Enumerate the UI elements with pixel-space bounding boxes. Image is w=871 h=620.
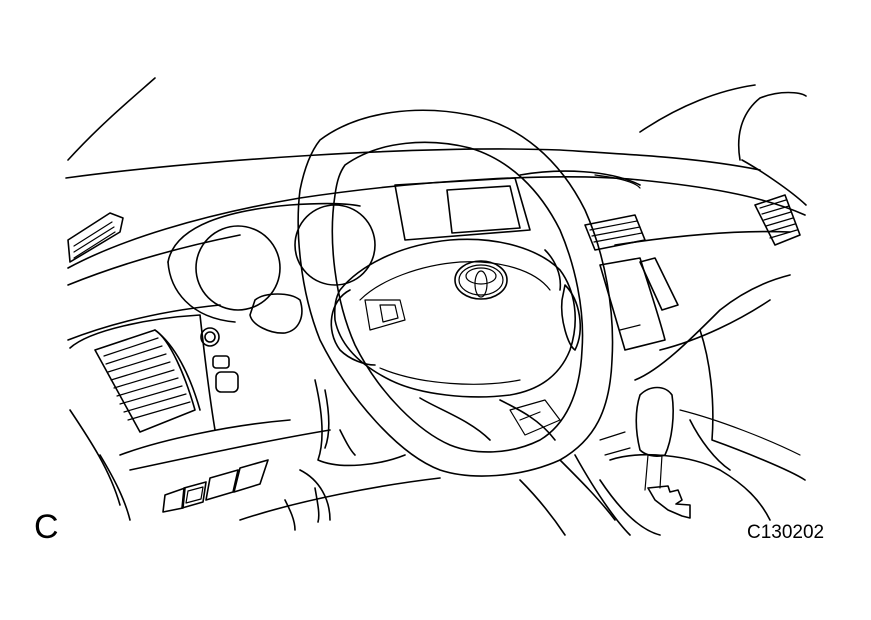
view-label: C — [34, 508, 59, 546]
airbag-hub — [330, 238, 581, 398]
center-console-top — [394, 177, 679, 351]
center-lower-console — [519, 431, 631, 536]
wheel-spokes — [419, 397, 561, 441]
shift-lever — [574, 386, 771, 536]
steering-wheel — [297, 109, 614, 477]
instrument-cluster — [167, 202, 376, 334]
windshield-lines — [65, 77, 807, 206]
lower-switch-bank — [129, 429, 331, 513]
right-dashboard — [614, 194, 806, 481]
left-lower-panel — [67, 304, 291, 521]
toyota-emblem-icon — [454, 260, 508, 300]
steering-column — [239, 379, 441, 531]
left-corner-vent — [67, 212, 124, 263]
figure-code: C130202 — [747, 522, 825, 543]
dashboard-top — [67, 170, 806, 286]
